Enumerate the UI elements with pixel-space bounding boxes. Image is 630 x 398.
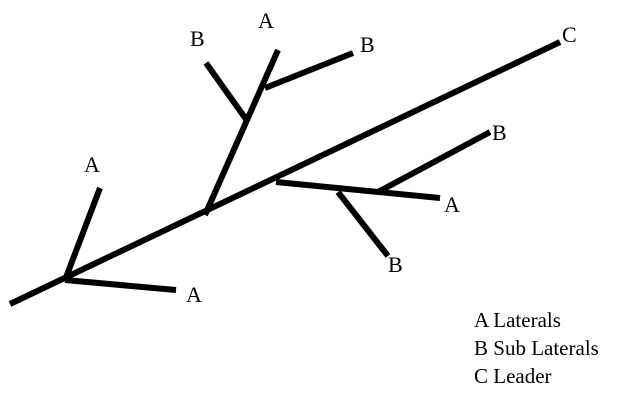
label-lateral-bottom-left: A [186,282,202,307]
label-lateral-right: A [444,192,460,217]
lateral-lower-left-up [62,186,103,282]
label-leader-tip: C [562,22,577,47]
legend-key: B [474,336,489,360]
sub-lateral-upper-left [203,61,251,124]
legend-item-sub-laterals: B Sub Laterals [474,334,599,362]
sub-lateral-right-up [376,129,492,195]
label-sub-lateral-top-left: B [190,26,205,51]
legend: A Laterals B Sub Laterals C Leader [474,306,599,390]
legend-text: Leader [493,364,552,388]
legend-key: C [474,364,489,388]
lateral-lower-left-right [64,277,177,293]
legend-key: A [474,308,489,332]
lateral-right [275,179,441,201]
label-sub-lateral-right-bottom: B [388,252,403,277]
legend-item-laterals: A Laterals [474,306,599,334]
lateral-upper-stem [202,48,281,217]
label-sub-lateral-right-top: B [492,120,507,145]
sub-lateral-upper-right [263,50,355,91]
label-lateral-left: A [84,152,100,177]
legend-text: Laterals [493,308,561,332]
leader-branch [8,39,562,307]
label-sub-lateral-top-right: B [360,32,375,57]
label-lateral-top: A [258,8,274,33]
sub-lateral-right-down [335,190,391,258]
legend-text: Sub Laterals [493,336,599,360]
legend-item-leader: C Leader [474,362,599,390]
